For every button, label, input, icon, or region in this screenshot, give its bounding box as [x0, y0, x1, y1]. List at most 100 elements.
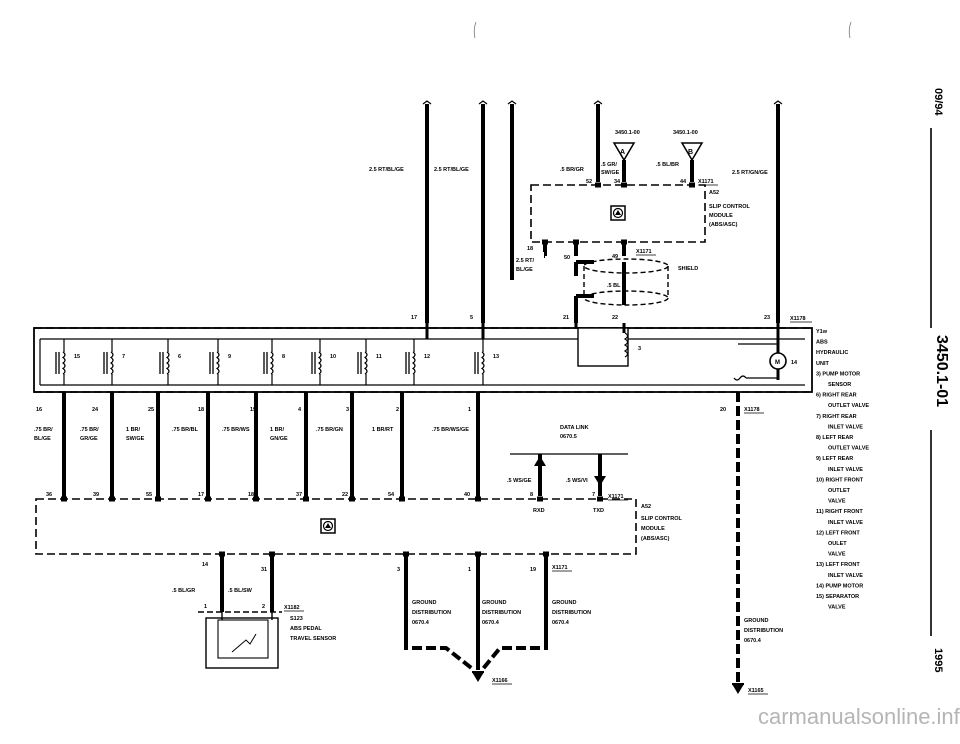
pin-label: 50: [564, 255, 570, 261]
ground-distribution-label: DISTRIBUTION: [744, 628, 783, 634]
rxd-label: RXD: [533, 508, 545, 514]
legend-line: INLET VALVE: [828, 467, 863, 473]
pin-label: 20: [720, 407, 726, 413]
module-label: SLIP CONTROL: [709, 204, 750, 210]
module-label: MODULE: [641, 526, 665, 532]
legend-line: SENSOR: [828, 382, 851, 388]
arrow-up-icon: [534, 456, 546, 466]
wire-label: BL/GE: [516, 267, 533, 273]
pin-label: 36: [46, 492, 52, 498]
pin-label: 21: [563, 315, 569, 321]
module-label: (ABS/ASC): [641, 536, 670, 542]
ref-a: 3450.1-00: [615, 130, 640, 136]
sensor-label: ABS PEDAL: [290, 626, 322, 632]
module-label: SLIP CONTROL: [641, 516, 682, 522]
legend-line: 11) RIGHT FRONT: [816, 509, 863, 515]
connector-label: X1182: [284, 605, 300, 611]
ground-distribution-label: 0670.4: [744, 638, 762, 644]
coil-label: 12: [424, 354, 430, 360]
wire-label: 2.5 RT/: [516, 258, 535, 264]
pin-label: 2: [396, 407, 399, 413]
pin-label: 55: [146, 492, 152, 498]
pin-label: 22: [612, 315, 618, 321]
wire-label: .5 BR/GR: [560, 167, 584, 173]
ground-distribution-label: GROUND: [744, 618, 768, 624]
pin-label: 24: [92, 407, 99, 413]
scan-mark: [473, 21, 477, 39]
sensor-label: TRAVEL SENSOR: [290, 636, 336, 642]
legend-line: 13) LEFT FRONT: [816, 562, 860, 568]
pin-label: 3: [346, 407, 349, 413]
pin-label: 2: [262, 604, 265, 610]
legend-line: 10) RIGHT FRONT: [816, 477, 864, 483]
legend-line: 6) RIGHT REAR: [816, 393, 857, 399]
pin-label: 3: [638, 346, 641, 352]
bottom-wires: [220, 554, 548, 640]
slip-control-module-top: [530, 182, 706, 245]
wire-label: SW/GE: [601, 170, 620, 176]
shield-label: SHIELD: [678, 266, 698, 272]
side-date: 09/94: [932, 88, 944, 116]
top-wire-ends: [422, 100, 783, 105]
pin-label: 1: [204, 604, 207, 610]
ground-distribution-label: DISTRIBUTION: [482, 610, 521, 616]
pin-label: 31: [261, 567, 267, 573]
motor-symbol: M: [775, 360, 780, 366]
wire-label: 2.5 RT/BL/GE: [369, 167, 404, 173]
ground-distribution-label: GROUND: [412, 600, 436, 606]
legend-line: VALVE: [828, 605, 846, 611]
legend-line: OUTLET VALVE: [828, 403, 869, 409]
pin-label: 49: [612, 254, 618, 260]
ground-symbol-x1165: [732, 683, 744, 694]
wire-label: .5 BL/BR: [656, 162, 679, 168]
pin-label: 3: [397, 567, 400, 573]
connector-label: X1178: [744, 407, 760, 413]
wire-label: 2.5 RT/BL/GE: [434, 167, 469, 173]
pin-label: 19: [530, 567, 536, 573]
shield: [583, 258, 669, 306]
wire-label: .5 BL/GR: [172, 588, 195, 594]
legend-line: VALVE: [828, 499, 846, 505]
wire-label: GR/GE: [80, 436, 98, 442]
hydraulic-unit: [33, 327, 813, 393]
wire-label: 1 BR/: [126, 427, 141, 433]
wire-label: .5 GR/: [601, 162, 617, 168]
legend-line: HYDRAULIC: [816, 350, 848, 356]
pin-label: 19: [250, 407, 256, 413]
wire-label: .75 BR/GN: [316, 427, 343, 433]
pin-label: 16: [36, 407, 42, 413]
pump-motor: M 14: [733, 323, 798, 381]
ground-distribution-label: 0670.4: [552, 620, 570, 626]
sensor-id: S123: [290, 616, 303, 622]
ground-convergence: [404, 640, 548, 672]
coil-label: 10: [330, 354, 336, 360]
legend-line: ABS: [816, 340, 828, 346]
wire-label: 1 BR/: [270, 427, 285, 433]
pin-label: 23: [764, 315, 770, 321]
legend-line: VALVE: [828, 552, 846, 558]
connector-b: B: [680, 142, 704, 162]
pin-label: 52: [586, 179, 592, 185]
ground-distribution-label: GROUND: [552, 600, 576, 606]
pin-label: 40: [464, 492, 470, 498]
ground-symbol-x1166: [472, 671, 484, 682]
slip-control-module-main: [35, 498, 637, 555]
ref-b: 3450.1-00: [673, 130, 698, 136]
pin-label: 25: [148, 407, 154, 413]
pin-label: 22: [342, 492, 348, 498]
pin-label: 14: [791, 360, 798, 366]
coil-label: 11: [376, 354, 382, 360]
pin-label: 5: [470, 315, 473, 321]
pin-label: 1: [468, 407, 471, 413]
wire-label: 1 BR/RT: [372, 427, 394, 433]
legend-line: OUTLET: [828, 488, 851, 494]
coil-label: 8: [282, 354, 285, 360]
scan-mark: [848, 21, 852, 39]
pin-label: 8: [530, 492, 533, 498]
ground-labels: GROUND DISTRIBUTION 0670.4 GROUND DISTRIBUTI…: [412, 600, 783, 644]
legend-line: INLET VALVE: [828, 573, 863, 579]
wire-label: 2.5 RT/GN/GE: [732, 170, 768, 176]
side-section-code: 3450.1-01: [933, 335, 950, 407]
ground-distribution-label: 0670.4: [482, 620, 500, 626]
